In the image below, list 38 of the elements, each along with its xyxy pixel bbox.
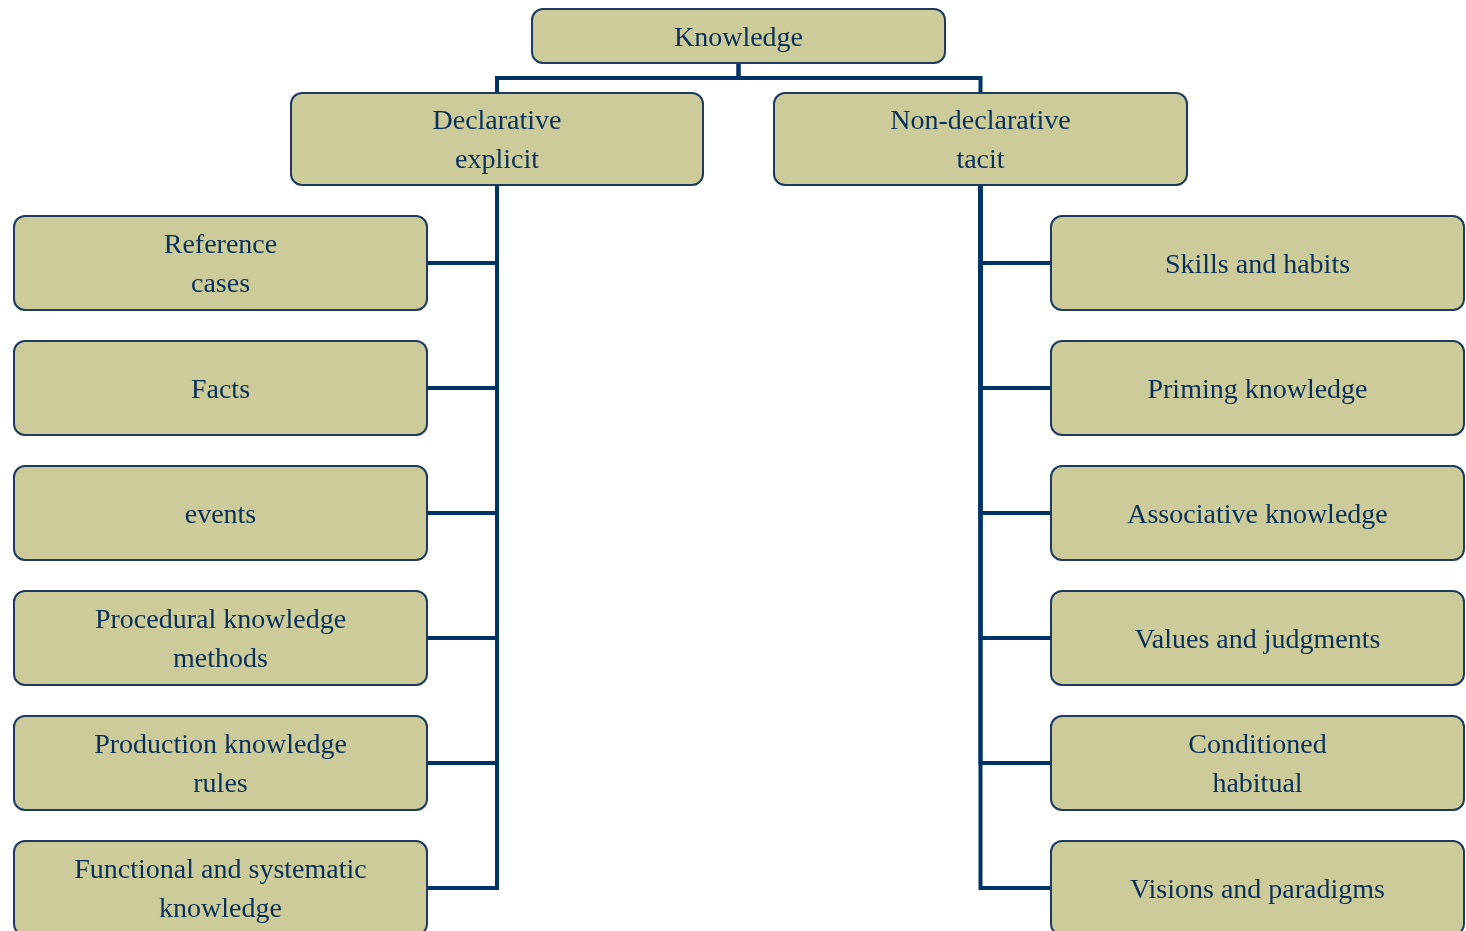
category-box <box>13 215 428 311</box>
category-box <box>1050 465 1465 561</box>
box-text: Priming knowledge <box>1147 371 1368 406</box>
box-text: Functional and systematic <box>74 852 367 886</box>
box-text: Values and judgments <box>1134 621 1381 656</box>
box-text: Non-declarative <box>890 103 1071 137</box>
box-text: Visions and paradigms <box>1130 871 1385 906</box>
box-text: tacit <box>956 142 1005 176</box>
category-box <box>13 590 428 686</box>
category-box <box>773 92 1188 186</box>
box-text: Declarative <box>432 103 562 137</box>
box-text: Conditioned <box>1188 727 1327 761</box>
category-box <box>1050 340 1465 436</box>
box-text: Procedural knowledge <box>94 602 347 636</box>
box-text: explicit <box>455 142 539 176</box>
box-text: cases <box>190 266 251 300</box>
box-text: Reference <box>163 227 278 261</box>
category-box <box>531 8 946 64</box>
category-box <box>13 465 428 561</box>
box-text: rules <box>193 766 248 800</box>
box-text: methods <box>173 641 268 675</box>
category-box <box>1050 215 1465 311</box>
category-box <box>290 92 704 186</box>
box-text: Production knowledge <box>94 727 347 761</box>
category-box <box>13 340 428 436</box>
box-text: Associative knowledge <box>1127 496 1388 531</box>
category-box <box>1050 715 1465 811</box>
box-text: habitual <box>1212 766 1303 800</box>
box-text: events <box>184 496 257 531</box>
box-text: Skills and habits <box>1164 246 1351 281</box>
category-box <box>1050 590 1465 686</box>
box-text: Knowledge <box>673 19 804 54</box>
connector-line <box>736 64 983 92</box>
box-text: knowledge <box>159 891 282 925</box>
category-box <box>13 715 428 811</box>
category-box <box>13 840 428 931</box>
category-box <box>1050 840 1465 931</box>
box-text: Facts <box>190 371 251 406</box>
